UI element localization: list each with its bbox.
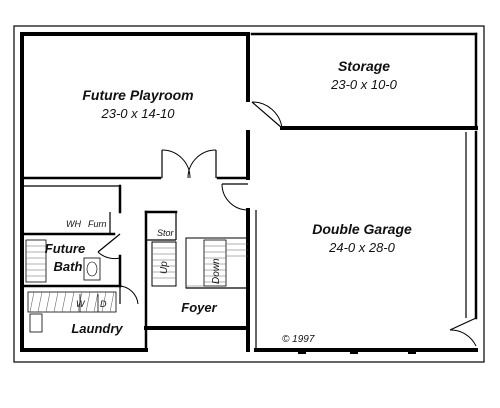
stor-closet <box>144 210 178 241</box>
up-label: Up <box>159 261 170 274</box>
washer-label: W <box>76 299 86 309</box>
garage-dims: 24-0 x 28-0 <box>328 240 396 255</box>
garage-side-door <box>449 317 477 347</box>
bath-name-line1: Future <box>45 241 85 256</box>
dryer-label: D <box>100 299 107 309</box>
playroom-dims: 23-0 x 14-10 <box>101 106 176 121</box>
bath-door <box>97 233 121 260</box>
storage-name: Storage <box>338 58 390 74</box>
outer-outline <box>13 25 485 363</box>
storage-walls <box>250 32 478 130</box>
hall-garage-door <box>221 183 249 211</box>
playroom-side-door <box>251 101 283 129</box>
playroom-walls <box>20 32 250 180</box>
laundry-counter <box>27 291 117 313</box>
bath-sink <box>83 257 101 281</box>
furn-label: Furn <box>88 219 107 229</box>
utility-walls <box>20 176 148 352</box>
laundry-door <box>119 285 139 305</box>
laundry-name: Laundry <box>71 321 123 336</box>
stor-label: Stor <box>157 228 175 238</box>
garage-name: Double Garage <box>312 221 412 237</box>
copyright: © 1997 <box>282 334 315 345</box>
foyer-name: Foyer <box>181 300 217 315</box>
laundry-sink <box>29 313 43 333</box>
playroom-name: Future Playroom <box>82 87 193 103</box>
playroom-double-door <box>161 149 217 179</box>
bath-tub <box>25 239 47 283</box>
wh-label: WH <box>66 219 81 229</box>
down-label: Down <box>211 258 222 284</box>
bath-name-line2: Bath <box>54 259 83 274</box>
storage-dims: 23-0 x 10-0 <box>330 77 398 92</box>
stairs <box>151 237 249 289</box>
